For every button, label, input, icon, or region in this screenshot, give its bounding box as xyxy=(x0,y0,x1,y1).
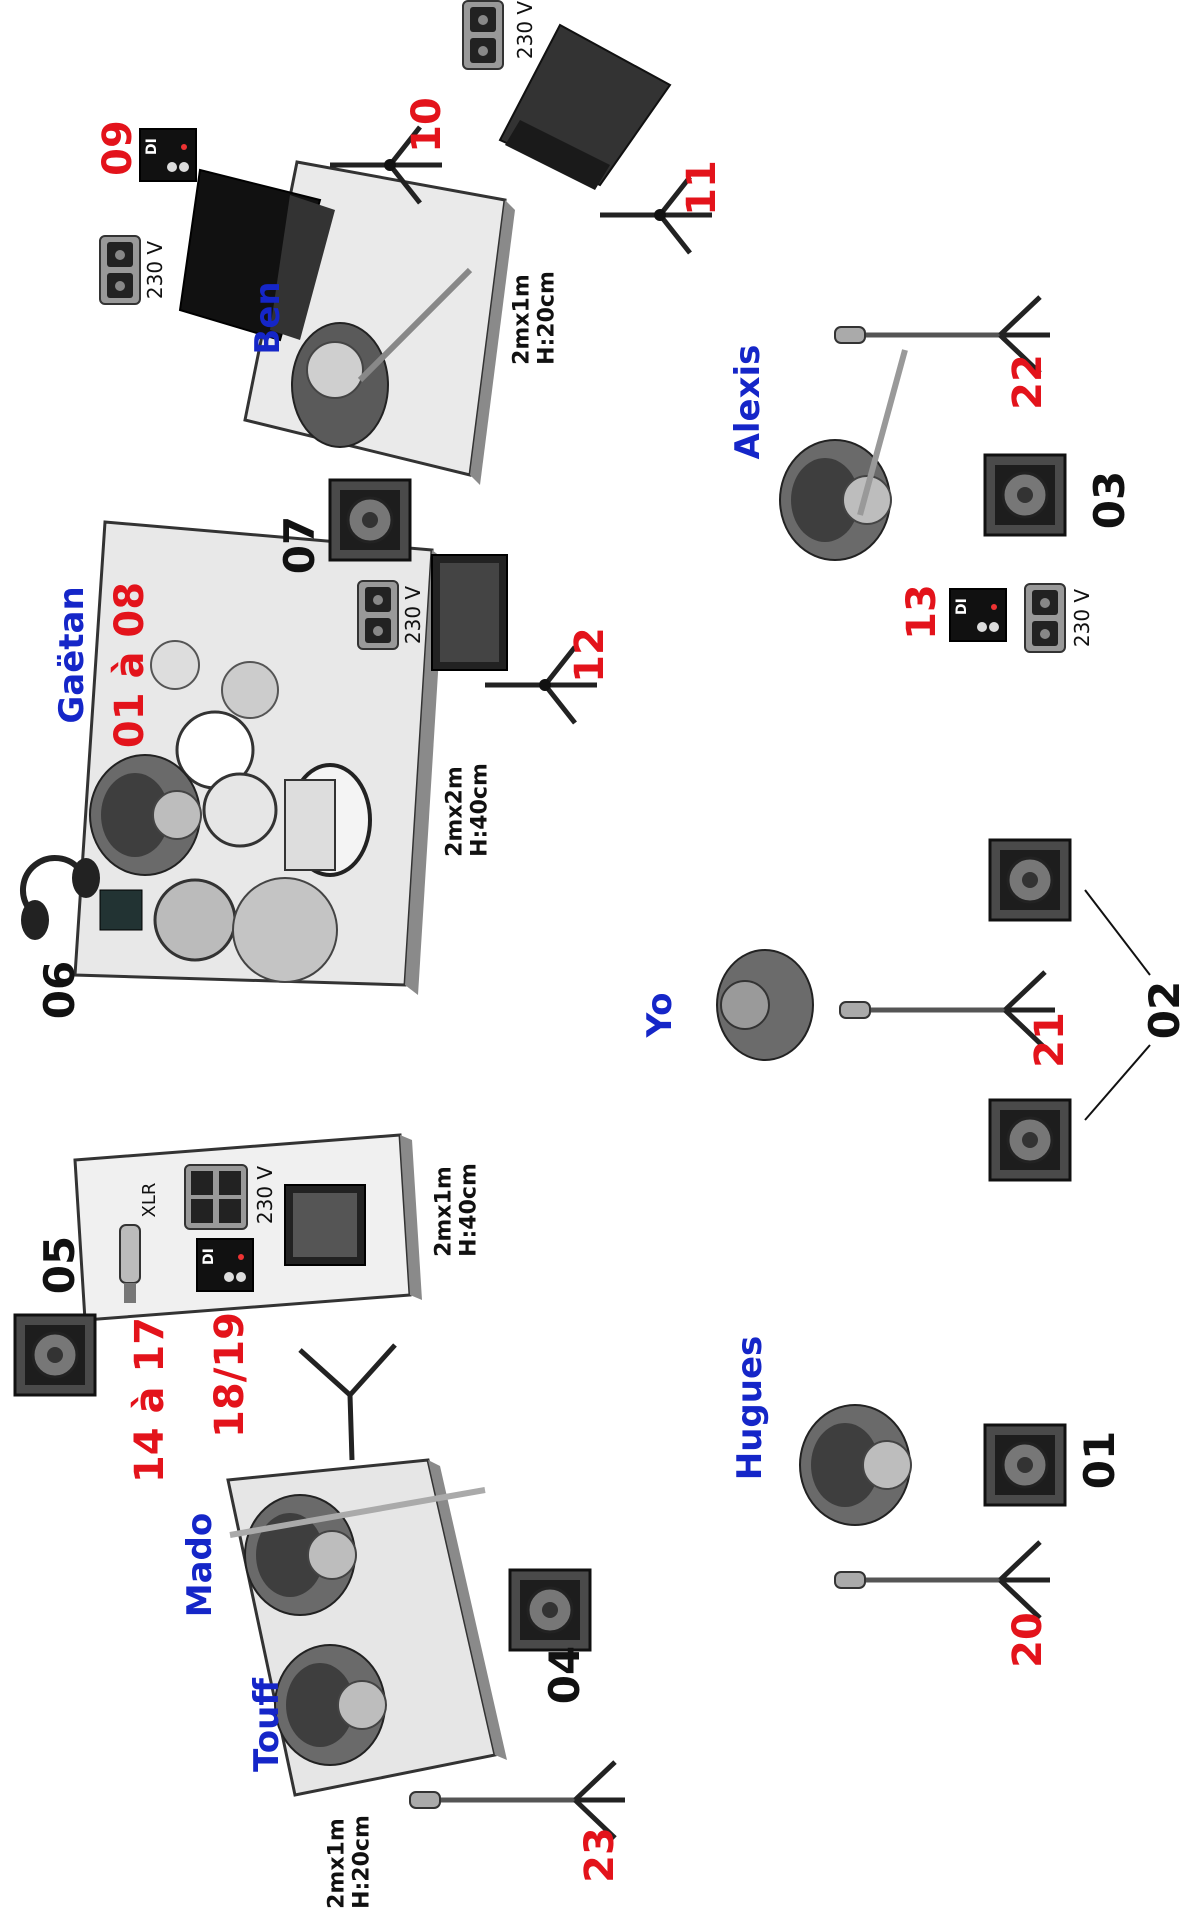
guitar-neck xyxy=(857,349,908,516)
power-outlet-drums xyxy=(357,580,399,650)
di-box-09 xyxy=(139,128,197,182)
drummer-figure xyxy=(89,754,202,876)
monitor-02-label: 02 xyxy=(1140,980,1189,1040)
input-09-label: 09 xyxy=(95,120,141,176)
musician-name-gaetan: Gaëtan xyxy=(52,586,92,724)
input-di-keys-label: 18/19 xyxy=(207,1312,253,1438)
monitor-03-wedge xyxy=(983,453,1067,537)
keys-amp xyxy=(284,1184,366,1266)
monitor-05-wedge xyxy=(13,1313,97,1397)
di-box-18-19 xyxy=(196,1238,254,1292)
di-box-13 xyxy=(949,588,1007,642)
riser-horns-size: 2mx1m xyxy=(324,1818,350,1909)
input-11-label: 11 xyxy=(679,160,725,216)
riser-drums-size: 2mx2m xyxy=(442,766,468,857)
input-10-label: 10 xyxy=(404,97,450,153)
drum-kit xyxy=(150,640,372,983)
monitor-02-connector xyxy=(1084,889,1151,1121)
mic-stand-21 xyxy=(840,972,1055,1048)
headphone-amp xyxy=(99,889,143,931)
keys-mic-stand xyxy=(298,1343,397,1461)
riser-bass-size: 2mx1m xyxy=(509,274,535,365)
xlr-connector-icon xyxy=(119,1224,141,1303)
monitor-07-wedge xyxy=(328,478,412,562)
riser-bass-height: H:20cm xyxy=(535,271,560,365)
musician-name-mado: Mado xyxy=(180,1512,220,1618)
bass-amp-head xyxy=(178,168,335,342)
power-label-drums: 230 V xyxy=(401,585,425,645)
riser-drums-height: H:40cm xyxy=(468,763,493,857)
input-21-label: 21 xyxy=(1027,1012,1073,1068)
keyboard-amp xyxy=(431,554,508,671)
riser-horns-height: H:20cm xyxy=(350,1815,375,1909)
input-12-label: 12 xyxy=(567,627,613,683)
monitor-02-wedge-bottom xyxy=(988,1098,1072,1182)
musician-name-yo: Yo xyxy=(640,992,680,1038)
xlr-label: XLR xyxy=(139,1182,160,1218)
monitor-07-label: 07 xyxy=(275,515,324,575)
power-label-keys: 230 V xyxy=(253,1165,277,1225)
power-outlet-alexis xyxy=(1024,583,1066,653)
monitor-02-wedge-top xyxy=(988,838,1072,922)
trombone xyxy=(229,1487,486,1538)
riser-keys-size: 2mx1m xyxy=(431,1166,457,1257)
musician-name-hugues: Hugues xyxy=(730,1335,770,1481)
power-outlet-amp xyxy=(462,0,504,70)
monitor-01-wedge xyxy=(983,1423,1067,1507)
power-label-ben: 230 V xyxy=(143,240,167,300)
monitor-05-label: 05 xyxy=(35,1235,84,1295)
musician-name-ben: Ben xyxy=(248,281,288,355)
monitor-06-label: 06 xyxy=(35,960,84,1020)
guitar-amp-cabinet xyxy=(498,23,672,190)
musician-name-touff: Touff xyxy=(247,1678,287,1772)
headphones-icon xyxy=(20,855,100,940)
input-20-label: 20 xyxy=(1005,1612,1051,1668)
power-label-alexis: 230 V xyxy=(1070,588,1094,648)
monitor-03-label: 03 xyxy=(1085,470,1134,530)
monitor-01-label: 01 xyxy=(1075,1430,1124,1490)
power-quad-outlet xyxy=(184,1164,248,1230)
input-13-label: 13 xyxy=(899,584,945,640)
singer-figure xyxy=(716,949,814,1061)
bass-player-figure xyxy=(291,267,473,448)
riser-keys-height: H:40cm xyxy=(457,1163,482,1257)
touff-figure xyxy=(274,1644,387,1766)
input-23-label: 23 xyxy=(577,1827,623,1883)
hugues-figure xyxy=(799,1404,912,1526)
monitor-04-wedge xyxy=(508,1568,592,1652)
power-label-amp: 230 V xyxy=(513,0,537,60)
mic-stand-20 xyxy=(835,1542,1050,1618)
input-22-label: 22 xyxy=(1005,354,1051,410)
input-drums-label: 01 à 08 xyxy=(107,581,153,749)
musician-name-alexis: Alexis xyxy=(728,344,768,460)
monitor-04-label: 04 xyxy=(540,1645,589,1705)
power-outlet-ben xyxy=(99,235,141,305)
input-horns-label: 14 à 17 xyxy=(127,1316,173,1484)
